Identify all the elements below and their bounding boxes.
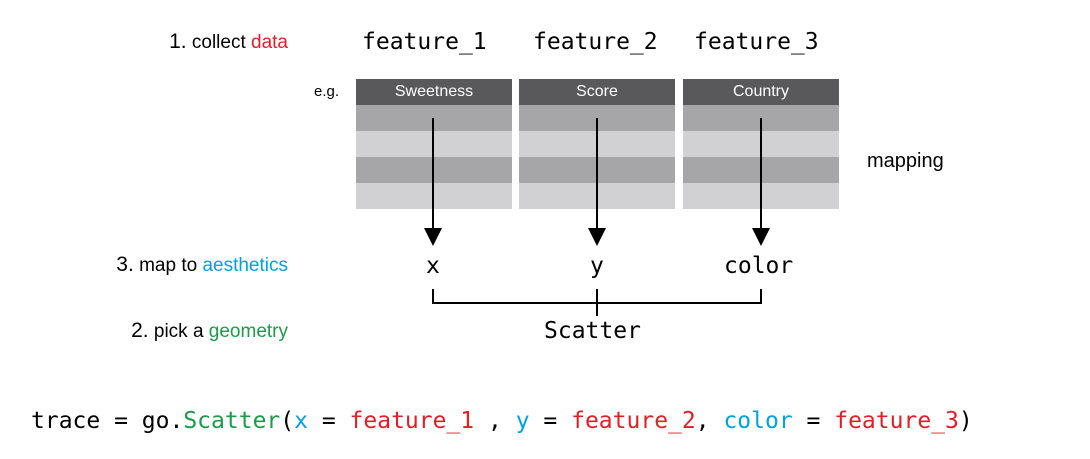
- code-token: ): [958, 408, 973, 434]
- feature-label: feature_1: [362, 29, 487, 55]
- step-keyword: data: [251, 32, 288, 53]
- mapping-label: mapping: [867, 150, 944, 172]
- feature-label: feature_3: [694, 29, 819, 55]
- arrowhead-icon: [588, 228, 606, 246]
- step-number: 1.: [169, 30, 187, 53]
- code-value-feature-2: feature_2: [571, 408, 696, 434]
- table-header: Country: [683, 79, 839, 105]
- aesthetic-x: x: [426, 253, 440, 279]
- code-arg-color: color: [723, 408, 793, 434]
- step-number: 2.: [131, 319, 149, 342]
- code-token: =: [792, 408, 835, 434]
- aesthetic-color: color: [724, 253, 794, 279]
- code-function: Scatter: [183, 408, 281, 434]
- step-text: pick a: [153, 321, 204, 342]
- code-value-feature-3: feature_3: [834, 408, 959, 434]
- code-line: trace = go.Scatter(x = feature_1 , y = f…: [31, 408, 973, 434]
- code-token: trace = go.: [31, 408, 184, 434]
- code-token: ,: [474, 408, 516, 434]
- geometry-label: Scatter: [544, 318, 641, 344]
- code-token: (: [280, 408, 295, 434]
- arrowhead-icon: [424, 228, 442, 246]
- table-header: Score: [519, 79, 675, 105]
- step-number: 3.: [116, 253, 134, 276]
- feature-label: feature_2: [533, 29, 658, 55]
- step-pick-geometry: 2. pick a geometry: [131, 319, 288, 343]
- table-header: Sweetness: [356, 79, 512, 105]
- step-keyword: geometry: [208, 321, 288, 342]
- code-token: =: [307, 408, 350, 434]
- code-arg-x: x: [294, 408, 308, 434]
- step-text: map to: [139, 255, 198, 276]
- step-map-aesthetics: 3. map to aesthetics: [116, 253, 288, 277]
- code-arg-y: y: [515, 408, 530, 434]
- step-keyword: aesthetics: [202, 255, 288, 276]
- code-token: ,: [695, 408, 724, 434]
- code-value-feature-1: feature_1: [349, 408, 475, 434]
- aesthetic-y: y: [590, 253, 604, 279]
- step-collect-data: 1. collect data: [169, 30, 288, 54]
- arrowhead-icon: [752, 228, 770, 246]
- step-text: collect: [191, 32, 246, 53]
- eg-label: e.g.: [314, 83, 340, 100]
- code-token: =: [529, 408, 572, 434]
